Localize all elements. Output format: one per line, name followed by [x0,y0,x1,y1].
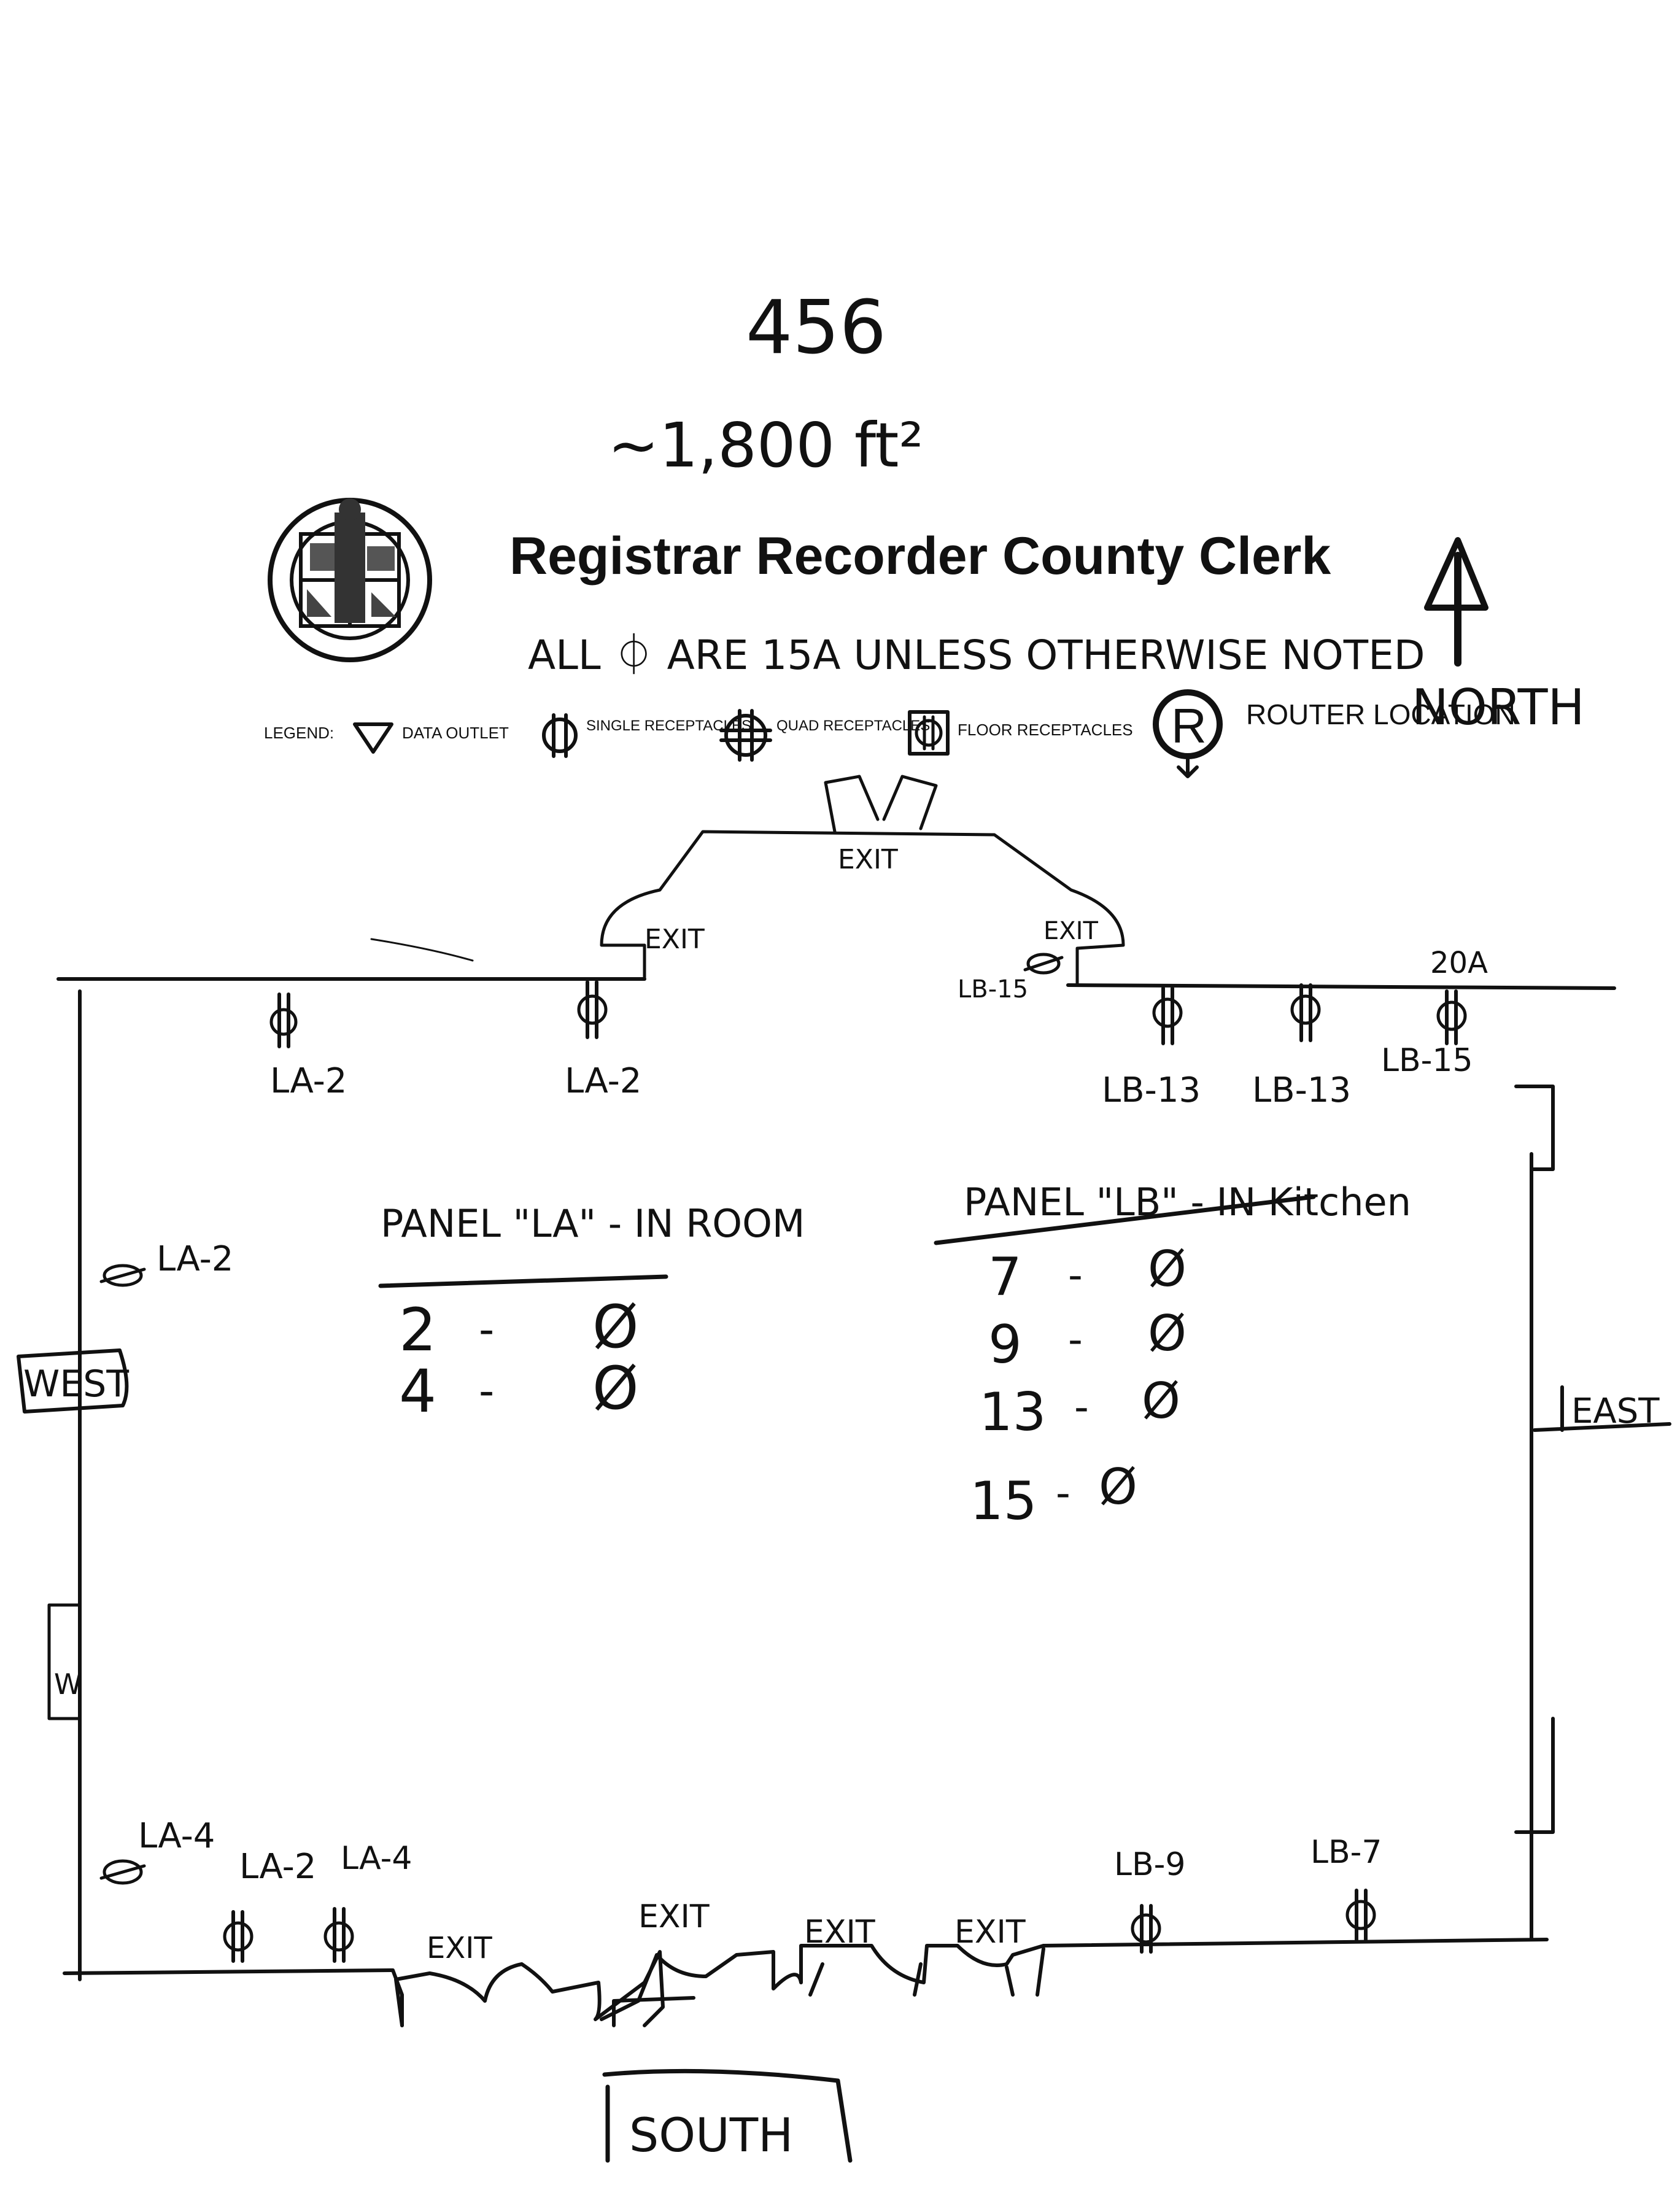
east-label-underline [1533,1385,1671,1432]
legend-router-location: ROUTER LOCATION [1246,698,1515,730]
panel-lb-schedule: PANEL "LB" - IN Kitchen 7 - Ø 9 - Ø 13 -… [934,1180,1411,1532]
outlet-label-west: LA-2 [157,1239,233,1279]
panel-lb-status-4: Ø [1099,1458,1137,1515]
exit-south-2: EXIT [638,1898,710,1935]
north-alcove [370,775,1125,987]
exit-north-left: EXIT [645,924,705,955]
panel-lb-status-3: Ø [1142,1372,1180,1429]
outlet-label-n3: LB-15 [958,975,1028,1004]
panel-la-circuit-1: 2 [399,1296,436,1364]
panel-la-title: PANEL "LA" - IN ROOM [381,1201,805,1246]
svg-text:-: - [1068,1316,1083,1363]
panel-la-underline [378,1274,668,1288]
county-seal-logo [268,498,432,662]
outlet-label-n2: LA-2 [565,1061,641,1101]
outlet-label-n4: LB-13 [1102,1070,1201,1110]
receptacle-west [99,1264,146,1287]
panel-lb-status-2: Ø [1148,1305,1186,1362]
area-estimate: ~1,800 ft² [608,409,924,481]
panel-lb-status-1: Ø [1148,1240,1186,1298]
panel-la-status-1: Ø [592,1293,639,1361]
outlet-20a-label: 20A [1430,946,1488,980]
panel-lb-circuit-3: 13 [979,1382,1046,1443]
panel-lb-circuit-2: 9 [988,1314,1022,1375]
legend-label: LEGEND: [264,724,334,742]
south-exits [394,1944,1045,2027]
outlet-label-s3: LA-4 [341,1840,412,1877]
panel-lb-circuit-1: 7 [988,1247,1022,1308]
north-arrow-icon [1424,537,1488,667]
router-location-icon: R [1153,689,1223,778]
receptacle-north-1 [269,992,298,1048]
exit-south-3: EXIT [804,1914,875,1951]
room-walls [56,977,1616,2027]
svg-text:-: - [1074,1383,1089,1431]
wall-label-east: EAST [1571,1391,1660,1431]
outlet-label-n5: LB-13 [1252,1070,1351,1110]
legend: LEGEND: DATA OUTLET SINGLE RECEPTACLES Q… [264,689,1515,778]
room-number: 456 [746,285,886,371]
floor-receptacle-icon [908,710,950,756]
outlet-label-n6: LB-15 [1381,1042,1473,1079]
receptacle-north-3 [1023,953,1064,975]
receptacle-note: ALL ⏀ ARE 15A UNLESS OTHERWISE NOTED [528,632,1425,679]
panel-lb-underline [934,1194,1316,1245]
legend-quad-receptacles: QUAD RECEPTACLES [776,718,930,734]
panel-la-circuit-2: 4 [399,1357,436,1426]
receptacle-south-4 [1131,1904,1161,1954]
wall-label-west: WEST [23,1363,129,1406]
page-title: Registrar Recorder County Clerk [509,527,1331,586]
south-label-box [602,2068,853,2163]
receptacle-north-2 [577,980,608,1039]
legend-data-outlet: DATA OUTLET [402,724,509,742]
receptacle-north-4 [1152,986,1183,1045]
outlet-label-n1: LA-2 [270,1061,347,1101]
exit-north-center: EXIT [838,844,898,875]
exit-north-right: EXIT [1043,917,1098,945]
data-outlet-icon [353,722,393,754]
receptacle-south-2 [223,1910,254,1963]
outlet-label-s5: LB-7 [1310,1834,1382,1871]
svg-text:-: - [1056,1469,1070,1517]
receptacle-south-3 [323,1907,354,1963]
outlet-label-s4: LB-9 [1114,1846,1186,1883]
north-label: NORTH [1412,679,1585,736]
outlet-label-s2: LA-2 [239,1847,316,1887]
svg-text:-: - [479,1366,494,1416]
receptacle-north-5 [1290,983,1321,1042]
receptacle-south-5 [1345,1889,1376,1941]
exit-south-4: EXIT [954,1914,1026,1951]
svg-text:R: R [1171,698,1207,753]
legend-floor-receptacles: FLOOR RECEPTACLES [958,721,1133,739]
panel-lb-circuit-4: 15 [970,1471,1037,1532]
west-door-mark [47,1603,82,1720]
west-door-label: W [54,1668,82,1701]
receptacle-south-1 [99,1859,146,1885]
exit-south-1: EXIT [427,1931,492,1965]
quad-receptacle-icon [719,709,772,762]
svg-text:-: - [1068,1251,1083,1299]
receptacle-north-6 [1436,989,1467,1045]
panel-lb-title: PANEL "LB" - IN Kitchen [964,1180,1411,1224]
wall-label-south: SOUTH [629,2108,793,2162]
west-label-box [17,1348,129,1414]
panel-la-status-2: Ø [592,1354,639,1423]
panel-la-schedule: PANEL "LA" - IN ROOM 2 - Ø 4 - Ø [378,1201,805,1426]
svg-text:-: - [479,1304,494,1355]
single-receptacle-icon [542,713,578,758]
outlet-label-s1: LA-4 [138,1816,215,1856]
